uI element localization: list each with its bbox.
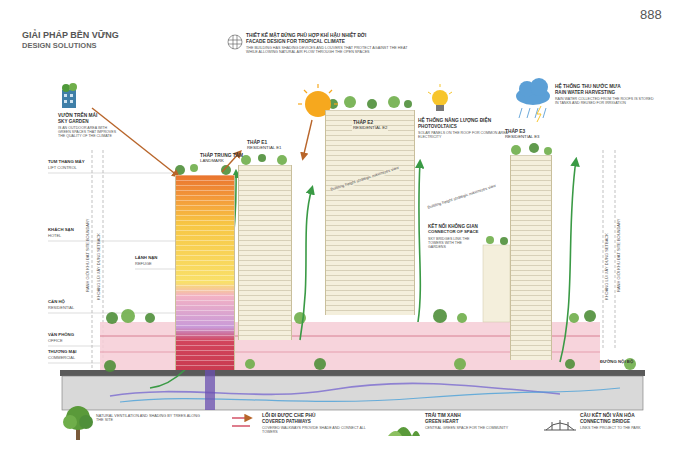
callout-heading: KẾT NỐI KHÔNG GIAN <box>428 224 478 229</box>
tower-subtitle: RESIDENTIAL E3 <box>505 135 539 140</box>
callout-heading: LỐI ĐI ĐƯỢC CHE PHỦ <box>262 413 315 419</box>
ground <box>60 370 645 376</box>
callout-text: CENTRAL GREEN SPACE FOR THE COMMUNITY <box>425 426 525 430</box>
callout-text: SOLAR PANELS ON THE ROOF FOR COMMON AREA… <box>418 131 508 139</box>
boundary-label: RANH GIỚI KHU ĐẤT SITE BOUNDARY <box>86 218 91 292</box>
boundary-label: RANH GIỚI KHU ĐẤT SITE BOUNDARY <box>617 218 622 292</box>
tree <box>190 164 198 172</box>
tower-name: THÁP E3 <box>505 129 525 135</box>
callout-text: COVERED WALKWAYS PROVIDE SHADE AND CONNE… <box>262 426 372 434</box>
tree <box>221 165 231 175</box>
callout-heading: CONNECTING BRIDGE <box>580 419 630 424</box>
tower-subtitle: RESIDENTIAL E2 <box>352 126 388 131</box>
boundary-label: KHOẢNG LÙI XÂY DỰNG SETBACK <box>605 233 610 300</box>
callout-heading: TRÁI TIM XANH <box>425 413 461 419</box>
tree <box>454 358 466 370</box>
callout-text: IS AN OUTDOOR AREA WITH GREEN SPACES THA… <box>58 126 120 138</box>
tree <box>367 99 377 109</box>
basement <box>62 376 643 410</box>
callout-text: NATURAL VENTILATION AND SHADING BY TREES… <box>96 414 201 423</box>
tower: THÁP E2RESIDENTIAL E2 <box>325 110 415 315</box>
callout-text: Building height strategic maximizes view <box>427 184 497 210</box>
callout-heading: TUM THANG MÁY <box>48 160 85 165</box>
callout-heading: SKY GARDEN <box>58 119 89 124</box>
tower-subtitle: RESIDENTIAL E1 <box>247 146 281 151</box>
tower-subtitle: LANDMARK <box>200 159 224 164</box>
tree <box>121 309 135 323</box>
tree <box>245 359 255 369</box>
callout-heading: VĂN PHÒNG <box>48 333 74 338</box>
callout-text: OFFICE <box>48 339 63 344</box>
building-icon <box>62 83 77 108</box>
tree <box>486 236 494 244</box>
tree <box>584 310 596 322</box>
callout-text: RAIN WATER COLLECTED FROM THE ROOFS IS S… <box>555 97 655 105</box>
callout-text: REFUGE <box>135 262 152 267</box>
tree <box>457 313 467 323</box>
callout-heading: VƯỜN TRÊN MÁI <box>58 113 97 119</box>
tree <box>106 312 118 324</box>
logo: 888 <box>640 8 662 23</box>
callout-text: LIFT CONTROL <box>48 166 77 171</box>
tower-name: THÁP TRUNG TÂM <box>200 153 243 159</box>
tree <box>258 154 266 162</box>
callout-heading: DESIGN SOLUTIONS <box>22 42 97 51</box>
grid-icon <box>228 35 242 49</box>
title: GIẢI PHÁP BỀN VỮNG <box>22 30 119 40</box>
tree <box>500 237 508 245</box>
callout-heading: RAIN WATER HARVESTING <box>555 90 615 95</box>
tower: THÁP E1RESIDENTIAL E1 <box>238 165 292 340</box>
cloud-icon <box>516 78 550 122</box>
callout-heading: KHÁCH SẠN <box>48 228 74 233</box>
callout-heading: CĂN HỘ <box>48 300 65 305</box>
callout-heading: THIẾT KẾ MẶT ĐỨNG PHÙ HỢP KHÍ HẬU NHIỆT … <box>246 33 366 39</box>
callout-heading: CONNECTOR OF SPACE <box>428 230 478 235</box>
tower-block <box>483 245 510 322</box>
tower-name: THÁP E2 <box>352 120 374 126</box>
walkway-arrows <box>232 418 250 426</box>
tree <box>175 165 185 175</box>
callout-text: LINKS THE PROJECT TO THE PARK <box>580 426 680 430</box>
callout-heading: LÁNH NẠN <box>135 256 157 261</box>
callout-heading: ĐƯỜNG NỘI BỘ <box>600 360 633 365</box>
callout-text: SKY BRIDGES LINK THE TOWERS WITH THE GAR… <box>428 237 480 249</box>
tower-name: THÁP E1 <box>247 140 267 146</box>
callout-heading: FACADE DESIGN FOR TROPICAL CLIMATE <box>246 39 345 45</box>
tree <box>277 155 287 165</box>
callout-heading: PHOTOVOLTAICS <box>418 124 457 129</box>
tree <box>388 96 400 108</box>
tree <box>104 360 116 372</box>
tree <box>314 358 326 370</box>
callout-heading: THƯƠNG MẠI <box>48 350 76 355</box>
tower: THÁP E3RESIDENTIAL E3 <box>510 155 552 360</box>
callout-heading: HỆ THỐNG THU NƯỚC MƯA <box>555 84 621 90</box>
boundary-label: KHOẢNG LÙI XÂY DỰNG SETBACK <box>97 233 102 300</box>
tree <box>529 143 539 153</box>
tree-icon <box>63 406 93 440</box>
trees <box>104 96 636 372</box>
callout-text: THE BUILDING HAS SHADING DEVICES AND LOU… <box>246 46 416 55</box>
tree <box>569 313 579 323</box>
tree <box>433 309 447 323</box>
tower: THÁP TRUNG TÂMLANDMARK <box>175 175 235 370</box>
callout-text: COMMERCIAL <box>48 356 75 361</box>
bridge-icon <box>544 420 576 430</box>
callout-heading: GREEN HEART <box>425 419 458 424</box>
tree <box>544 147 552 155</box>
bulb-icon <box>428 84 452 111</box>
tree <box>145 313 155 323</box>
callout-text: HOTEL <box>48 234 61 239</box>
callout-heading: HỆ THỐNG NĂNG LƯỢNG ĐIỆN <box>418 118 491 124</box>
tree <box>565 359 575 369</box>
callout-text: RESIDENTIAL <box>48 306 74 311</box>
callout-heading: COVERED PATHWAYS <box>262 419 311 424</box>
tree <box>404 100 412 108</box>
tree <box>344 96 356 108</box>
callout-heading: CẦU KẾT NỐI VĂN HÓA <box>580 413 635 419</box>
green-heart-icon <box>388 427 420 436</box>
tree <box>511 145 521 155</box>
